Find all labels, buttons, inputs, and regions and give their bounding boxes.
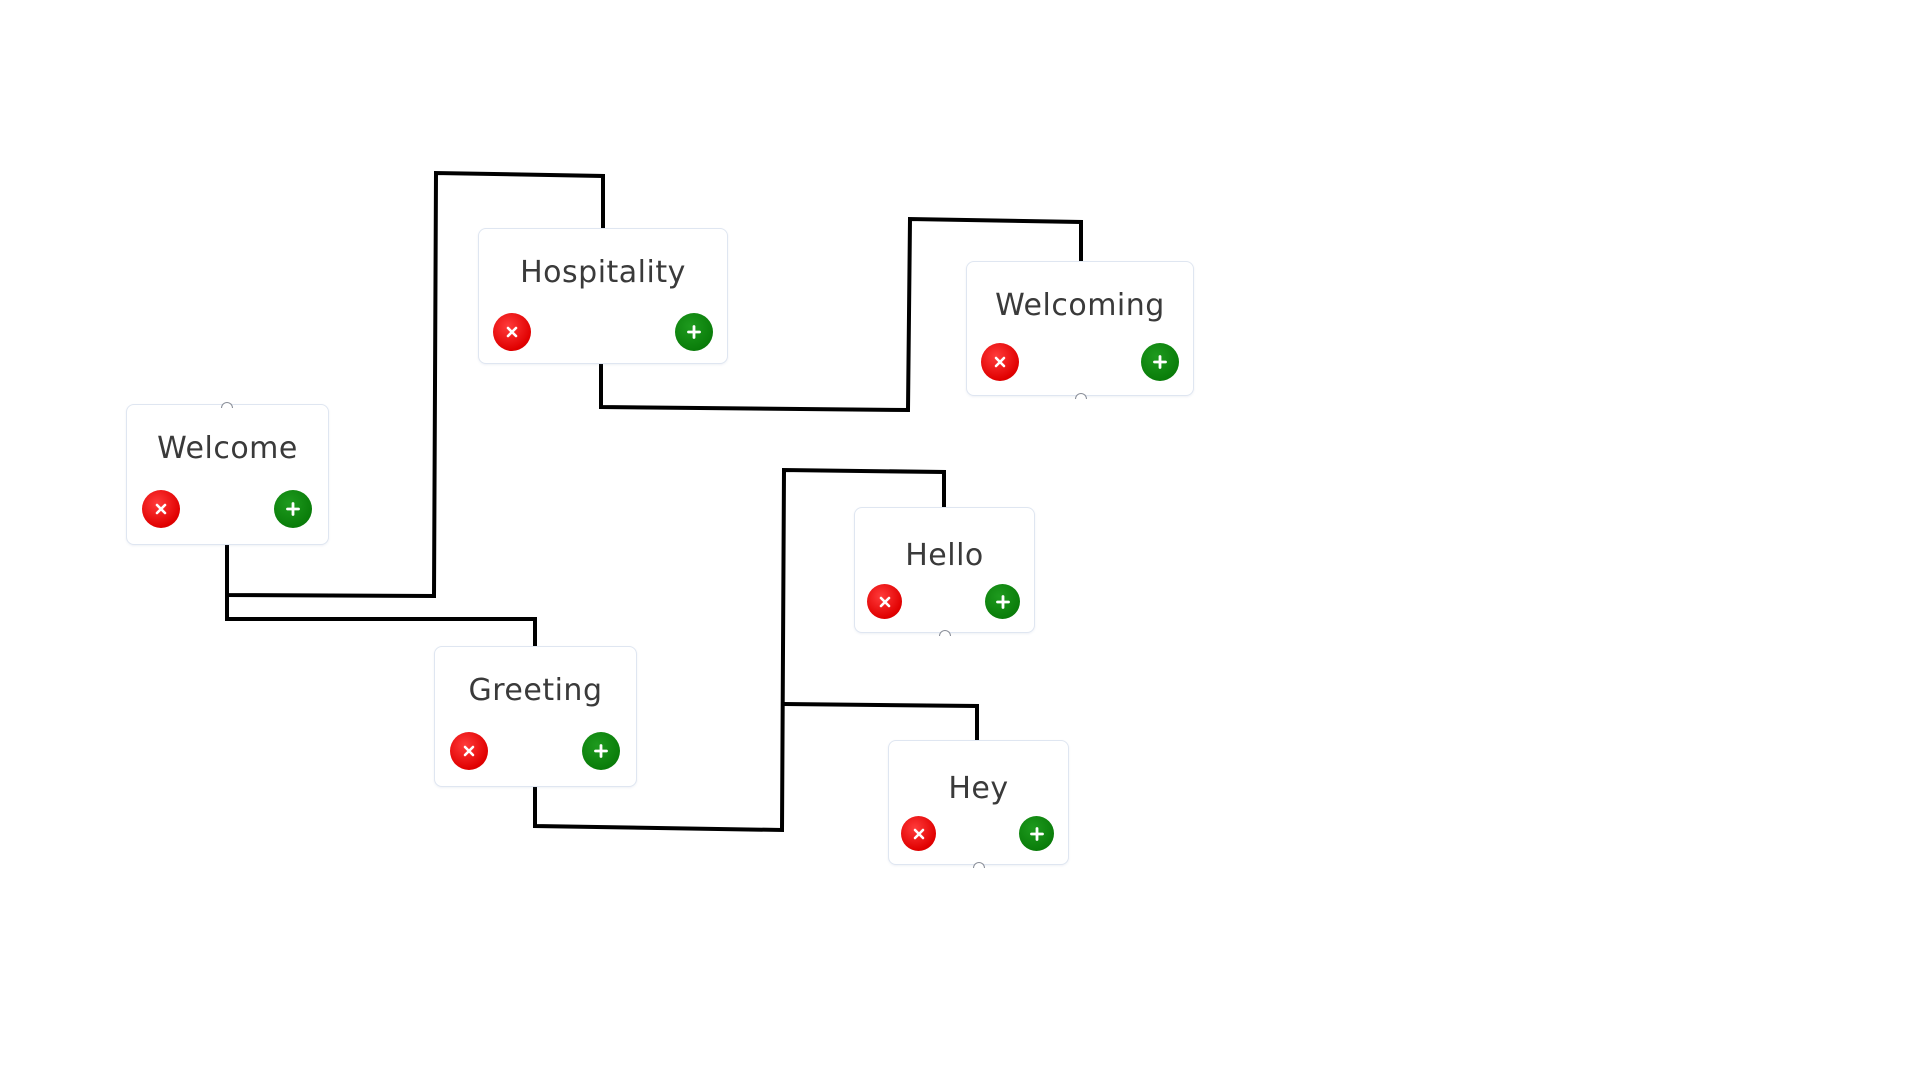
remove-node-button[interactable] bbox=[867, 584, 902, 619]
input-port[interactable] bbox=[221, 402, 233, 408]
node-greeting[interactable]: Greeting bbox=[434, 646, 637, 787]
close-icon bbox=[506, 326, 518, 338]
add-child-button[interactable] bbox=[582, 732, 620, 770]
node-label: Welcoming bbox=[995, 288, 1165, 323]
close-icon bbox=[463, 745, 475, 757]
plus-icon bbox=[1153, 355, 1167, 369]
remove-node-button[interactable] bbox=[142, 490, 180, 528]
plus-icon bbox=[687, 325, 701, 339]
add-child-button[interactable] bbox=[985, 584, 1020, 619]
node-label: Hello bbox=[905, 538, 984, 573]
node-hello[interactable]: Hello bbox=[854, 507, 1035, 636]
remove-node-button[interactable] bbox=[901, 816, 936, 851]
node-welcoming[interactable]: Welcoming bbox=[966, 261, 1194, 399]
connector-hospitality-welcoming bbox=[599, 216, 1083, 413]
remove-node-button[interactable] bbox=[493, 313, 531, 351]
add-child-button[interactable] bbox=[274, 490, 312, 528]
close-icon bbox=[879, 596, 890, 607]
connector-welcome-greeting bbox=[225, 595, 537, 648]
add-child-button[interactable] bbox=[675, 313, 713, 351]
plus-icon bbox=[594, 744, 608, 758]
close-icon bbox=[155, 503, 167, 515]
remove-node-button[interactable] bbox=[450, 732, 488, 770]
connector-greeting-hey bbox=[783, 702, 979, 740]
node-hospitality[interactable]: Hospitality bbox=[478, 228, 728, 364]
plus-icon bbox=[286, 502, 300, 516]
node-label: Welcome bbox=[157, 431, 298, 466]
node-hey[interactable]: Hey bbox=[888, 740, 1069, 868]
node-label: Greeting bbox=[468, 673, 603, 708]
close-icon bbox=[913, 828, 924, 839]
connector-welcome-hospitality bbox=[225, 170, 605, 599]
output-port[interactable] bbox=[1075, 393, 1087, 399]
remove-node-button[interactable] bbox=[981, 343, 1019, 381]
close-icon bbox=[994, 356, 1006, 368]
add-child-button[interactable] bbox=[1141, 343, 1179, 381]
plus-icon bbox=[995, 594, 1010, 609]
connector-greeting-hello bbox=[533, 467, 946, 833]
add-child-button[interactable] bbox=[1019, 816, 1054, 851]
node-label: Hey bbox=[948, 771, 1009, 806]
node-label: Hospitality bbox=[520, 255, 686, 290]
output-port[interactable] bbox=[973, 862, 985, 868]
plus-icon bbox=[1029, 826, 1044, 841]
output-port[interactable] bbox=[939, 630, 951, 636]
node-welcome[interactable]: Welcome bbox=[126, 402, 329, 545]
